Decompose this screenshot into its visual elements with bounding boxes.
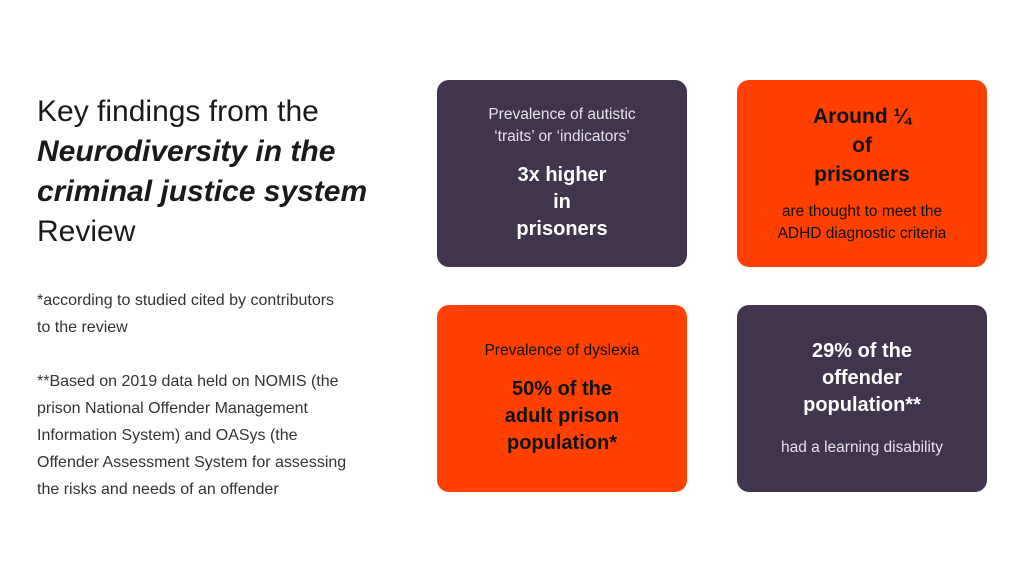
footnote-2: Offender Assessment System for assessing — [37, 454, 347, 471]
card-label: Prevalence of autistic — [488, 106, 636, 123]
title-emphasis: criminal justice system — [37, 175, 368, 208]
card-stat: prisoners — [516, 218, 608, 240]
card-stat: adult prison — [504, 405, 620, 427]
card-stat: Around ¼ — [813, 105, 911, 128]
learning-disability-card: 29% of the offender population** had a l… — [737, 305, 987, 492]
title-line: Review — [37, 215, 136, 248]
card-label: are thought to meet the — [781, 203, 943, 220]
card-stat: population** — [803, 394, 921, 416]
card-label: Prevalence of dyslexia — [484, 342, 640, 359]
card-stat: offender — [822, 367, 902, 389]
card-stat: of — [852, 134, 872, 157]
card-label: had a learning disability — [781, 439, 943, 456]
card-label: ADHD diagnostic criteria — [777, 225, 947, 242]
adhd-card: Around ¼ of prisoners are thought to mee… — [737, 80, 987, 267]
footnote-2: the risks and needs of an offender — [37, 481, 279, 498]
autism-card: Prevalence of autistic ‘traits’ or ‘indi… — [437, 80, 687, 267]
card-stat: prisoners — [814, 163, 910, 186]
title-emphasis: Neurodiversity in the — [37, 135, 336, 168]
title-line: Key findings from the — [37, 95, 319, 128]
footnotes: *according to studied cited by contribut… — [37, 287, 417, 503]
footnote-1: *according to studied cited by contribut… — [37, 292, 335, 309]
card-stat: population* — [507, 432, 617, 454]
card-stat: 29% of the — [811, 340, 913, 362]
footnote-2: Information System) and OASys (the — [37, 427, 298, 444]
card-stat: 50% of the — [511, 378, 613, 400]
card-stat: 3x higher — [517, 164, 607, 186]
footnote-2: prison National Offender Management — [37, 400, 308, 417]
card-label: ‘traits’ or ‘indicators’ — [494, 128, 630, 145]
footnote-1: to the review — [37, 319, 128, 336]
card-stat: in — [553, 191, 571, 213]
dyslexia-card: Prevalence of dyslexia 50% of the adult … — [437, 305, 687, 492]
page-title: Key findings from the Neurodiversity in … — [37, 92, 367, 252]
footnote-2: **Based on 2019 data held on NOMIS (the — [37, 373, 339, 390]
